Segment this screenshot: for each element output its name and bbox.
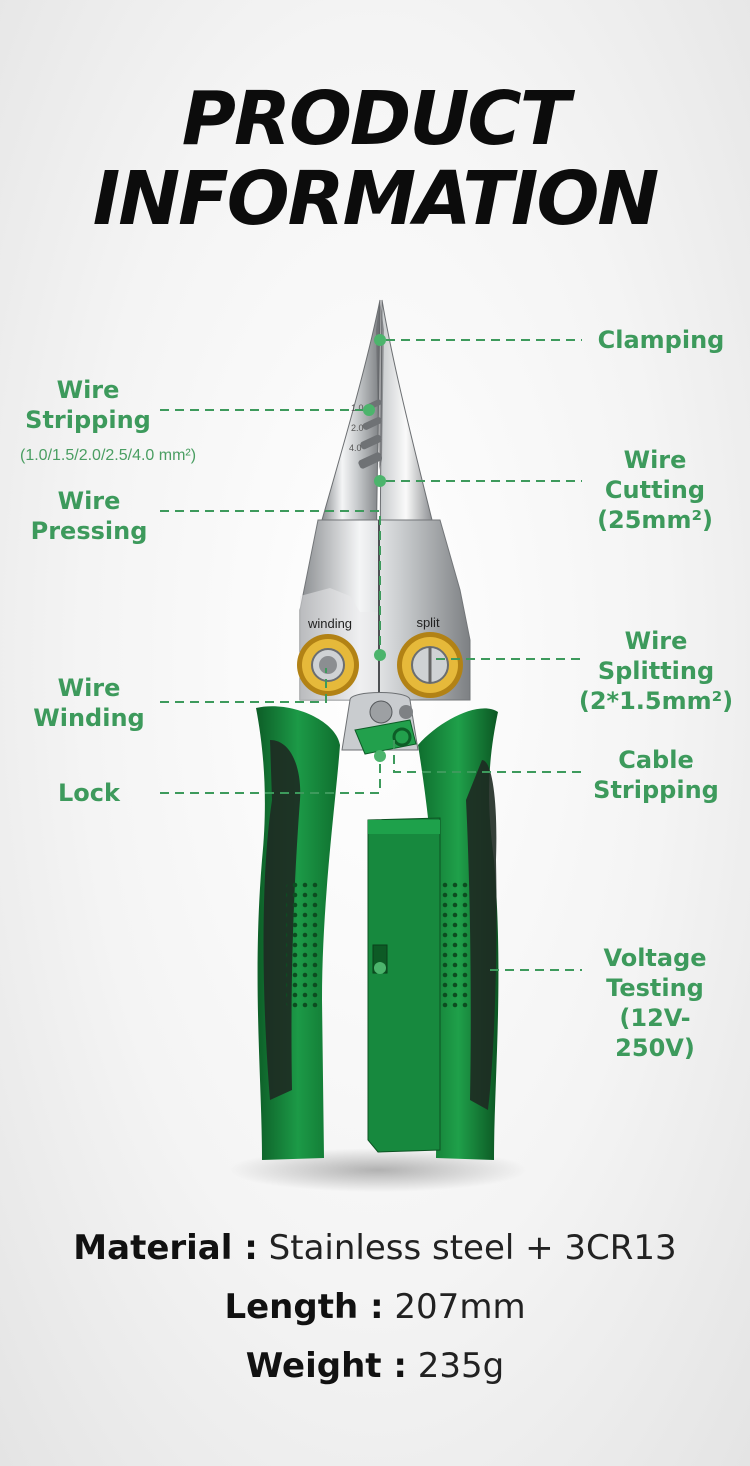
label-wire-stripping-detail: (1.0/1.5/2.0/2.5/4.0 mm²): [20, 447, 197, 464]
spec-weight-label: Weight :: [245, 1346, 407, 1386]
spec-material-value: Stainless steel + 3CR13: [268, 1228, 677, 1268]
voltage-tester: [367, 817, 441, 1153]
pliers-shadow: [228, 1148, 528, 1192]
split-engraving: split: [416, 615, 440, 630]
label-cable-stripping: Cable Stripping: [593, 746, 719, 804]
winding-hole: [297, 634, 359, 696]
spec-weight-value: 235g: [417, 1346, 505, 1386]
label-lock: Lock: [58, 779, 120, 807]
spec-length-label: Length :: [224, 1287, 384, 1327]
label-wire-stripping: Wire Stripping: [25, 376, 151, 434]
label-wire-splitting: Wire Splitting (2*1.5mm²): [578, 627, 734, 715]
label-wire-cutting: Wire Cutting (25mm²): [597, 446, 713, 534]
svg-text:4.0: 4.0: [349, 443, 362, 453]
split-hole: [397, 632, 463, 698]
spec-length-value: 207mm: [394, 1287, 526, 1327]
stripping-scale: 1.0 2.0 4.0: [349, 403, 364, 453]
label-voltage-testing: Voltage Testing (12V-250V): [603, 944, 707, 1062]
svg-text:1.0: 1.0: [351, 403, 364, 413]
svg-text:2.0: 2.0: [351, 423, 364, 433]
callout-lines: [160, 339, 582, 971]
title-line-2: INFORMATION: [92, 156, 660, 242]
spec-material-label: Material :: [73, 1228, 258, 1268]
spec-weight: Weight : 235g: [0, 1346, 750, 1386]
label-wire-winding: Wire Winding: [33, 674, 145, 732]
spec-material: Material : Stainless steel + 3CR13: [0, 1228, 750, 1268]
spec-length: Length : 207mm: [0, 1287, 750, 1327]
callout-markers: [363, 334, 386, 974]
label-wire-pressing: Wire Pressing: [30, 487, 148, 545]
label-clamping: Clamping: [597, 326, 725, 354]
winding-engraving: winding: [307, 616, 352, 631]
title-line-1: PRODUCT: [181, 76, 570, 162]
